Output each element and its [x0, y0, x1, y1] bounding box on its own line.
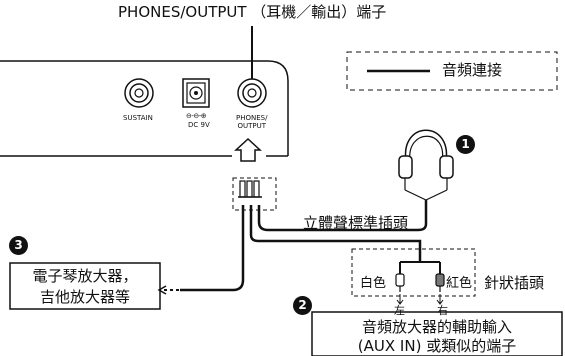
dc-label: DC 9V: [188, 121, 210, 129]
white-pin-arrowhead: [396, 299, 404, 305]
phones-label: PHONES/ OUTPUT: [236, 114, 267, 130]
stereo-plug-label: 立體聲標準插頭: [303, 214, 409, 232]
right-channel-label: 右: [437, 304, 448, 317]
headphone-cable: [257, 200, 428, 232]
amp1-label-line1: 電子琴放大器，: [32, 267, 138, 285]
legend-box: [346, 51, 558, 91]
legend-label: 音頻連接: [442, 61, 503, 79]
title: PHONES/OUTPUT （耳機／輸出）端子: [118, 3, 387, 21]
left-channel-label: 左: [394, 304, 405, 317]
pin-plug-label: 針狀插頭: [484, 274, 545, 292]
red-label: 紅色: [446, 276, 473, 291]
red-pin-plug-icon: [435, 273, 445, 292]
dc-polarity-icon: ⊖-⊖-⊕: [186, 112, 207, 120]
amp1-cable: [180, 205, 245, 292]
amp1-label: 電子琴放大器， 吉他放大器等: [10, 266, 160, 308]
phones-label-line2: OUTPUT: [237, 122, 266, 130]
headphones-icon: [398, 129, 454, 201]
amp1-label-line2: 吉他放大器等: [39, 288, 130, 306]
phones-label-line1: PHONES/: [236, 114, 268, 122]
red-pin-arrowhead: [436, 299, 444, 305]
stereo-plug-box: [232, 177, 277, 211]
white-pin-plug-icon: [395, 273, 405, 292]
keyboard-panel-outline: [0, 60, 289, 156]
amp2-label: 音頻放大器的輔助輸入 (AUX IN) 或類似的端子: [312, 318, 562, 356]
dc-jack: [182, 78, 210, 108]
amp1-arrow-icon: [157, 285, 167, 295]
marker-2: 2: [293, 296, 312, 315]
amp2-label-line1: 音頻放大器的輔助輸入: [361, 318, 512, 336]
amp2-cable: [249, 205, 422, 262]
pin-plug-box: [351, 248, 476, 297]
amp2-label-line2: (AUX IN) 或類似的端子: [357, 337, 517, 355]
white-label: 白色: [360, 276, 387, 291]
marker-3: 3: [9, 236, 28, 255]
marker-1: 1: [456, 135, 475, 154]
phones-jack: [237, 78, 267, 108]
plug-in-arrow-icon: [234, 137, 262, 162]
amp2-box: [311, 311, 563, 356]
amp1-box: [9, 262, 161, 310]
sustain-label: SUSTAIN: [123, 114, 153, 122]
stereo-plug-icon: [238, 180, 262, 198]
sustain-jack: [124, 78, 154, 108]
